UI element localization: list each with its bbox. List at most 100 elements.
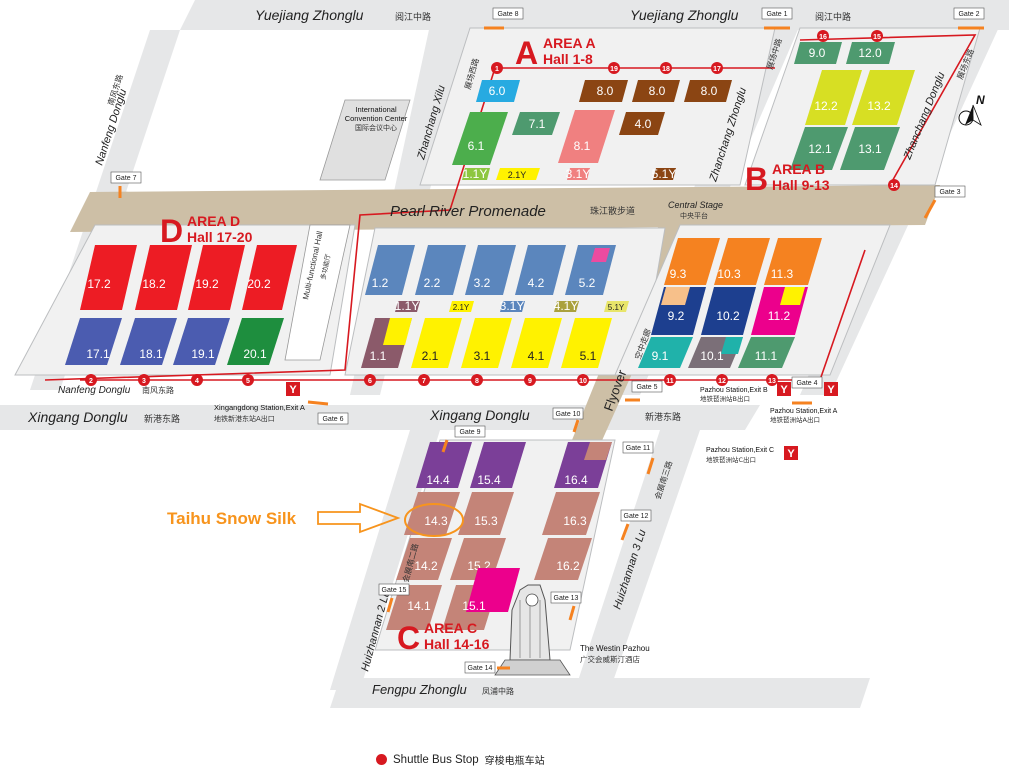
hall-label: 10.2 xyxy=(716,309,740,323)
hall-label: 1.1Y xyxy=(395,299,420,313)
hall-label: 3.2 xyxy=(474,276,491,290)
stop-10: 10 xyxy=(577,374,589,386)
area-a-title: AREA A xyxy=(543,35,596,51)
shuttle-stops: 1 2 3 4 5 6 7 8 9 10 11 12 13 14 15 16 1… xyxy=(85,30,900,386)
svg-text:Gate 15: Gate 15 xyxy=(382,587,407,594)
area-b-title: AREA B xyxy=(772,161,825,177)
area-c-letter: C xyxy=(397,620,420,656)
svg-text:Gate 7: Gate 7 xyxy=(115,175,136,182)
hall-label: 12.1 xyxy=(808,142,832,156)
hall-label: 4.2 xyxy=(528,276,545,290)
hall-label: 16.4 xyxy=(564,473,588,487)
svg-text:Y: Y xyxy=(827,384,835,396)
station-pazhou-a-cn: 地铁琶洲站A出口 xyxy=(770,415,820,424)
area-a-letter: A xyxy=(515,35,538,71)
area-c-title: AREA C xyxy=(424,620,477,636)
svg-text:1: 1 xyxy=(495,66,499,73)
area-b-lower-halls: 9.3 10.3 11.3 9.2 10.2 11.2 9.1 10.1 11.… xyxy=(638,238,822,368)
hall-label: 15.3 xyxy=(474,514,498,528)
gate-13: Gate 13 xyxy=(550,591,582,621)
station-pazhou-b-cn: 地铁琶洲站B出口 xyxy=(700,394,750,403)
area-b-halls: 9.0 12.0 12.2 13.2 12.1 13.1 xyxy=(790,42,915,170)
svg-text:4: 4 xyxy=(195,378,199,385)
gate-2: Gate 2 xyxy=(953,7,985,30)
gate-12: Gate 12 xyxy=(620,509,652,541)
svg-text:12: 12 xyxy=(718,378,726,385)
road-xingang-left-cn: 新港东路 xyxy=(144,413,180,425)
svg-text:Gate 1: Gate 1 xyxy=(766,11,787,18)
road-pearl-river: Pearl River Promenade xyxy=(390,203,546,220)
north-label: N xyxy=(976,93,985,107)
hall-label: 9.0 xyxy=(809,46,826,60)
area-a-halls: Hall 1-8 xyxy=(543,51,593,67)
hall-label: 2.1Y xyxy=(508,170,527,180)
metro-icon: Y xyxy=(784,446,798,460)
hall-label: 6.1 xyxy=(468,139,485,153)
svg-text:18: 18 xyxy=(662,66,670,73)
hall-label: 9.3 xyxy=(670,267,687,281)
hall-label: 10.1 xyxy=(700,349,724,363)
stop-14: 14 xyxy=(888,179,900,191)
metro-icon: Y xyxy=(824,382,838,396)
hall-label: 4.1 xyxy=(528,349,545,363)
gates: Gate 1 Gate 2 Gate 3 Gate 4 Gate 5 Gate … xyxy=(110,7,985,674)
legend-label-cn: 穿梭电瓶车站 xyxy=(484,756,545,767)
hall-label: 5.1Y xyxy=(608,303,625,312)
hall-label: 19.1 xyxy=(191,347,215,361)
road-yuejiang-left: Yuejiang Zhonglu xyxy=(255,7,364,23)
hall-label: 16.2 xyxy=(556,559,580,573)
station-pazhou-c: Pazhou Station,Exit C xyxy=(706,447,774,454)
gate-3: Gate 3 xyxy=(923,185,966,219)
svg-text:Gate 4: Gate 4 xyxy=(796,380,817,387)
svg-text:Gate 2: Gate 2 xyxy=(958,11,979,18)
callout-label: Taihu Snow Silk xyxy=(167,509,297,528)
area-c-halls: Hall 14-16 xyxy=(424,636,490,652)
hall-label: 8.0 xyxy=(701,84,718,98)
hall-label: 11.1 xyxy=(755,349,778,363)
stop-6: 6 xyxy=(364,374,376,386)
svg-text:3: 3 xyxy=(142,378,146,385)
hall-label: 14.2 xyxy=(414,559,438,573)
stop-11: 11 xyxy=(664,374,676,386)
svg-text:Gate 5: Gate 5 xyxy=(636,384,657,391)
shuttle-stop-icon xyxy=(376,754,387,765)
hall-label: 20.2 xyxy=(247,277,271,291)
road-nanfeng-bottom-cn: 南风东路 xyxy=(142,385,174,395)
road-yuejiang-left-cn: 阅江中路 xyxy=(395,11,431,23)
legend: Shuttle Bus Stop 穿梭电瓶车站 xyxy=(376,752,545,767)
hall-label: 2.1Y xyxy=(453,303,470,312)
area-b-letter: B xyxy=(745,161,768,197)
hall-label: 18.2 xyxy=(142,277,166,291)
road-nanfeng-bottom: Nanfeng Donglu xyxy=(58,385,131,396)
road-fengpu: Fengpu Zhonglu xyxy=(372,682,467,697)
metro-icon: Y xyxy=(777,382,791,396)
hall-label: 5.2 xyxy=(579,276,596,290)
stop-5: 5 xyxy=(242,374,254,386)
hall-label: 14.3 xyxy=(424,514,448,528)
svg-text:9: 9 xyxy=(528,378,532,385)
westin-hotel xyxy=(494,584,571,676)
hall-label: 9.1 xyxy=(652,349,669,363)
hall-label: 17.2 xyxy=(87,277,111,291)
road-yuejiang-right-cn: 阅江中路 xyxy=(815,11,851,23)
road-xingang-mid-cn: 新港东路 xyxy=(645,411,681,423)
hall-label: 8.0 xyxy=(649,84,666,98)
svg-text:6: 6 xyxy=(368,378,372,385)
hall-label: 15.1 xyxy=(462,599,486,613)
gate-14: Gate 14 xyxy=(464,661,510,674)
icc-label-cn: 国际会议中心 xyxy=(355,123,397,132)
hall-label: 13.2 xyxy=(867,99,891,113)
hall-label: 1.1 xyxy=(370,349,387,363)
hall-label: 8.0 xyxy=(597,84,614,98)
hall-label: 17.1 xyxy=(86,347,110,361)
hall-label: 5.1Y xyxy=(652,167,677,181)
road-xingang-mid: Xingang Donglu xyxy=(429,407,530,423)
hall-label: 4.1Y xyxy=(554,299,579,313)
svg-text:Gate 11: Gate 11 xyxy=(626,445,650,452)
hall-label: 14.4 xyxy=(426,473,450,487)
gate-15: Gate 15 xyxy=(378,583,410,613)
stop-15: 15 xyxy=(871,30,883,42)
hall-label: 12.2 xyxy=(814,99,838,113)
stop-3: 3 xyxy=(138,374,150,386)
